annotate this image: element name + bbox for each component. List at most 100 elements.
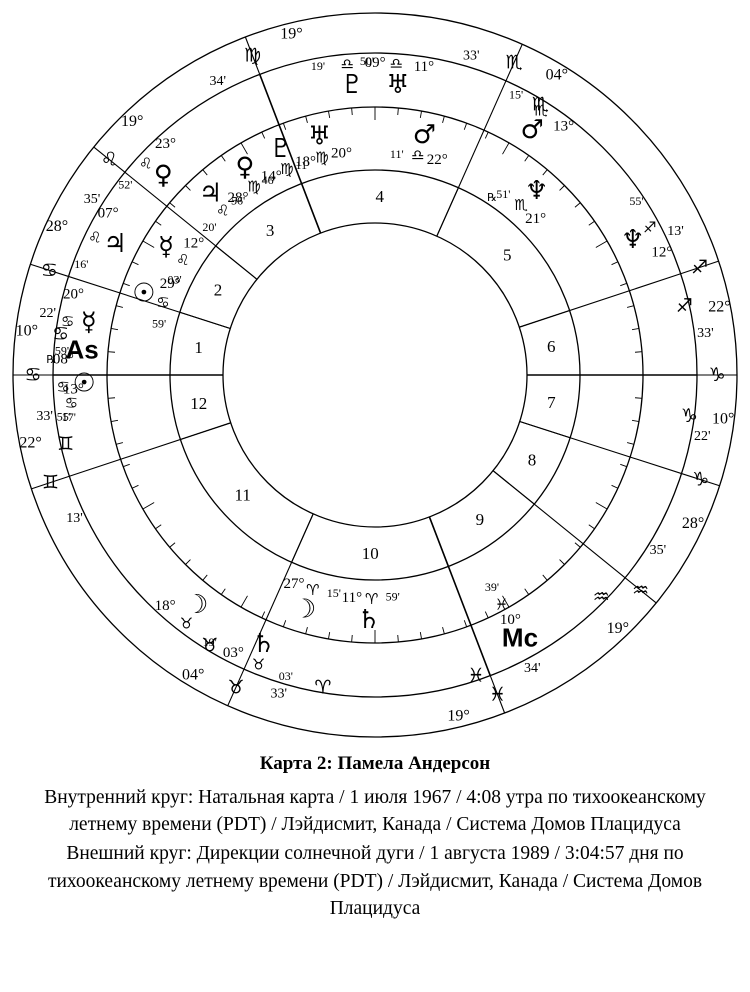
degree-tick	[543, 575, 547, 580]
degree-tick	[464, 620, 466, 627]
degree-tick	[132, 262, 138, 265]
planet-minute-mars: 15'	[509, 87, 523, 101]
zodiac-glyph-pisces: ♓	[467, 665, 484, 687]
planet-neptune-natal: ♆21°♏51'℞	[487, 176, 548, 227]
planet-sign-neptune: ♐	[643, 218, 656, 236]
degree-tick	[632, 328, 639, 329]
cusp-degree-10: 19°	[447, 707, 469, 724]
planet-glyph-mercury: ☿	[158, 232, 174, 262]
cusp-sign-8: ♑	[692, 469, 709, 491]
cusp-minute-10: 34'	[524, 661, 541, 676]
degree-tick	[632, 420, 639, 421]
planet-mars-directed: ♂13°♏15'	[509, 87, 574, 145]
zodiac-sign-glyphs: ♈♉♊♋♏♐♑♒♓	[52, 94, 698, 699]
planet-sign-mars: ♎	[411, 146, 424, 164]
planet-sign-sun: ♋	[156, 294, 169, 312]
degree-tick	[170, 543, 175, 547]
degree-tick	[262, 612, 265, 618]
degree-tick	[352, 108, 353, 115]
planet-uranus-directed: ♅11°♎50'	[360, 54, 434, 100]
planet-glyph-neptune: ♆	[621, 225, 644, 255]
ring-circle-3	[170, 170, 580, 580]
planet-glyph-mars: ♂	[413, 120, 436, 150]
planet-minute-venus: 56'	[231, 193, 245, 207]
planet-minute-moon: 15'	[327, 586, 341, 600]
degree-tick	[143, 503, 154, 510]
planet-minute-mars: 11'	[390, 147, 404, 161]
house-divider	[429, 517, 448, 566]
degree-tick	[635, 352, 642, 353]
degree-tick	[241, 596, 248, 607]
angle-minute-as: 17'	[62, 410, 76, 424]
planet-venus-directed: ♀23°♌52'	[118, 136, 176, 192]
degree-tick	[116, 443, 123, 445]
degree-tick	[203, 575, 207, 580]
planet-minute-pluto: 19'	[311, 59, 325, 73]
planet-pluto-natal: ♇18°♍46'	[262, 134, 316, 187]
cusp-sign-6: ♐	[691, 256, 708, 278]
planet-sun-directed: ☉08°♋55'	[53, 351, 96, 423]
planet-mars-natal: ♂ 22°♎ 11'	[390, 120, 448, 168]
planet-mercury-directed: ☿20°♋59'℞	[46, 287, 96, 367]
house-cusp-line-outer-8	[682, 474, 720, 486]
inner-ring-planets: ♄11°♈59'☽27°♈15'☉29°♋59'☿12°♌03'♃28°♌20'…	[132, 120, 548, 635]
planet-sign-pluto: ♎	[341, 55, 354, 73]
planet-uranus-natal: ♅20°♍11'	[296, 121, 353, 172]
planet-sign-neptune: ♏	[514, 196, 528, 214]
angle-degree-as: 13°	[63, 382, 84, 398]
planet-glyph-mercury: ☿	[81, 307, 97, 337]
planet-minute-venus: 52'	[118, 178, 132, 192]
zodiac-glyph-gemini: ♊	[57, 433, 74, 455]
zodiac-glyph-sagittarius: ♐	[676, 295, 693, 317]
house-number-6: 6	[547, 337, 556, 356]
zodiac-glyph-scorpio: ♏	[532, 94, 549, 116]
planet-sign-moon: ♉	[180, 615, 193, 633]
house-divider	[519, 311, 569, 328]
planet-sign-jupiter: ♌	[216, 202, 229, 220]
planet-mercury-natal: ☿12°♌03'	[158, 232, 204, 286]
degree-tick	[108, 352, 115, 353]
house-number-11: 11	[235, 485, 251, 504]
planet-glyph-jupiter: ♃	[103, 229, 126, 259]
degree-tick	[123, 464, 130, 466]
planet-saturn-directed: ♄03°♉03'	[223, 629, 293, 683]
planet-degree-mars: 22°	[427, 152, 448, 168]
house-divider	[302, 184, 321, 233]
degree-tick	[560, 560, 565, 565]
house-cusp-line-outer-5	[506, 44, 522, 81]
degree-tick	[420, 632, 421, 639]
cusp-sign-10: ♓	[489, 683, 506, 705]
degree-tick	[596, 503, 607, 510]
degree-tick	[262, 132, 265, 138]
cusp-sign-1: ♋	[24, 364, 41, 386]
degree-tick	[575, 543, 580, 547]
planet-sign-venus: ♍	[247, 177, 260, 195]
house-divider	[520, 422, 570, 438]
planet-degree-jupiter: 07°	[98, 205, 119, 221]
cusp-minute-2: 22'	[39, 306, 56, 321]
house-cusp-line-outer-11	[228, 669, 244, 706]
degree-tick	[221, 589, 225, 595]
angle-label-as: As	[65, 335, 98, 365]
degree-tick	[560, 185, 565, 190]
house-number-5: 5	[503, 246, 512, 265]
cusp-minute-8: 22'	[694, 429, 711, 444]
cusp-degree-12: 22°	[19, 434, 41, 451]
planet-degree-jupiter: 28°	[227, 190, 248, 206]
angle-sign-mc: ♓	[495, 595, 508, 613]
page-title: Карта 2: Памела Андерсон	[259, 753, 491, 774]
cusp-degree-1: 10°	[16, 323, 38, 340]
cusp-minute-1: 33'	[36, 409, 53, 424]
degree-tick	[132, 485, 138, 488]
house-divider	[216, 246, 257, 279]
degree-tick	[620, 283, 627, 285]
cusp-sign-3: ♌	[101, 149, 118, 171]
house-divider	[180, 312, 230, 328]
cusp-degree-4: 19°	[280, 26, 302, 43]
degree-tick	[503, 143, 510, 154]
planet-minute-neptune: 51'	[496, 187, 510, 201]
degree-tick	[398, 635, 399, 642]
cusp-minute-7: 33'	[697, 326, 714, 341]
cusp-degree-6: 22°	[708, 299, 730, 316]
angle-degree-mc: 10°	[500, 612, 521, 628]
